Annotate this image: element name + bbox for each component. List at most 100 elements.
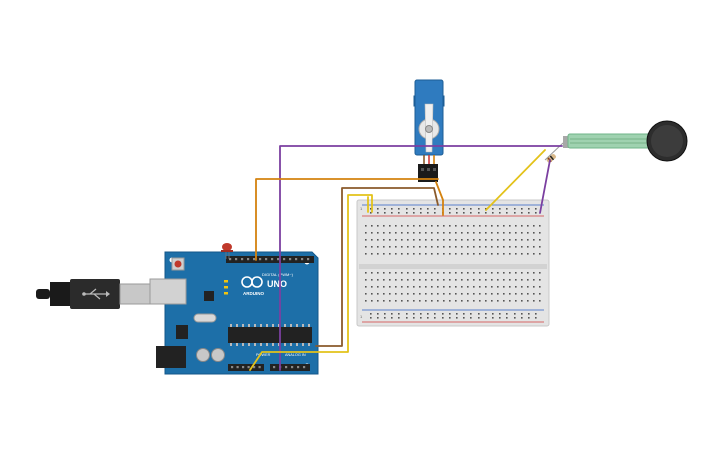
breadboard-hole	[503, 279, 505, 281]
breadboard-hole	[485, 300, 487, 302]
breadboard-hole	[539, 232, 541, 234]
breadboard-hole	[497, 246, 499, 248]
breadboard[interactable]: 1 1	[356, 199, 550, 327]
force-sensitive-resistor[interactable]	[563, 120, 688, 162]
breadboard-hole	[527, 225, 529, 227]
breadboard-hole	[509, 225, 511, 227]
breadboard-hole	[455, 246, 457, 248]
digital-pin-header[interactable]	[226, 256, 314, 263]
ic-pin	[260, 343, 262, 346]
breadboard-hole	[383, 293, 385, 295]
breadboard-hole	[377, 272, 379, 274]
breadboard-hole	[389, 286, 391, 288]
breadboard-hole	[485, 232, 487, 234]
rail-hole	[470, 317, 472, 319]
breadboard-hole	[503, 286, 505, 288]
ic-pin	[236, 343, 238, 346]
rail-hole	[463, 212, 465, 214]
rail-hole	[377, 317, 379, 319]
breadboard-hole	[533, 239, 535, 241]
power-pin-header[interactable]	[228, 364, 264, 371]
breadboard-hole	[473, 286, 475, 288]
breadboard-hole	[389, 279, 391, 281]
rail-top-holes	[370, 208, 537, 214]
digital-pin	[271, 258, 274, 261]
breadboard-hole	[401, 253, 403, 255]
breadboard-hole	[377, 286, 379, 288]
rail-hole	[434, 212, 436, 214]
rail-hole	[427, 212, 429, 214]
wires	[249, 145, 563, 371]
breadboard-hole	[497, 279, 499, 281]
arduino-uno-board[interactable]: ARDUINO UNO DIGITAL (PWM~) POWER ANALOG …	[149, 251, 319, 375]
rail-hole	[470, 212, 472, 214]
breadboard-hole	[479, 279, 481, 281]
wire-yellow-power[interactable]	[249, 194, 373, 371]
breadboard-hole	[521, 253, 523, 255]
breadboard-hole	[401, 246, 403, 248]
breadboard-hole	[419, 253, 421, 255]
breadboard-hole	[371, 272, 373, 274]
wire-purple-ground[interactable]	[539, 159, 551, 214]
usb-symbol-icon	[82, 288, 110, 300]
breadboard-hole	[437, 225, 439, 227]
breadboard-hole	[539, 246, 541, 248]
breadboard-hole	[431, 279, 433, 281]
rail-hole	[499, 313, 501, 315]
breadboard-hole	[395, 300, 397, 302]
rail-hole	[370, 317, 372, 319]
rail-hole	[442, 317, 444, 319]
ic-pin	[272, 324, 274, 327]
breadboard-hole	[413, 225, 415, 227]
rail-hole	[427, 313, 429, 315]
breadboard-hole	[395, 272, 397, 274]
breadboard-hole	[455, 272, 457, 274]
analog-pin	[291, 366, 294, 369]
breadboard-hole	[467, 279, 469, 281]
wire-brown-ground[interactable]	[315, 187, 439, 347]
rail-hole	[413, 212, 415, 214]
analog-pin-header[interactable]	[270, 364, 310, 371]
wire-yellow-fsr[interactable]	[485, 149, 546, 211]
breadboard-hole	[521, 293, 523, 295]
breadboard-hole	[425, 286, 427, 288]
red-led[interactable]	[221, 243, 233, 259]
breadboard-hole	[383, 232, 385, 234]
breadboard-hole	[419, 232, 421, 234]
breadboard-hole	[515, 293, 517, 295]
rail-hole	[506, 317, 508, 319]
capacitor	[211, 348, 225, 362]
breadboard-hole	[509, 272, 511, 274]
breadboard-hole	[461, 300, 463, 302]
wire-purple-signal[interactable]	[279, 145, 563, 371]
rail-hole	[413, 317, 415, 319]
breadboard-hole	[425, 279, 427, 281]
ic-pin	[278, 343, 280, 346]
digital-header-label: DIGITAL (PWM~)	[262, 272, 294, 277]
usb-cable[interactable]	[36, 279, 151, 309]
breadboard-hole	[533, 286, 535, 288]
fsr-connector	[563, 136, 569, 148]
digital-pin	[277, 258, 280, 261]
rail-hole	[434, 317, 436, 319]
uno-model-text: UNO	[267, 279, 287, 289]
rail-hole	[528, 313, 530, 315]
rail-hole	[391, 212, 393, 214]
breadboard-hole	[371, 239, 373, 241]
rail-hole	[485, 212, 487, 214]
rail-hole	[499, 317, 501, 319]
breadboard-hole	[377, 253, 379, 255]
breadboard-hole	[443, 279, 445, 281]
rail-bottom-holes	[370, 313, 537, 319]
rail-hole	[449, 208, 451, 210]
breadboard-hole	[491, 239, 493, 241]
breadboard-hole	[425, 246, 427, 248]
micro-servo[interactable]	[413, 79, 445, 182]
breadboard-hole	[437, 293, 439, 295]
reset-button-cap[interactable]	[174, 260, 182, 268]
status-led	[224, 280, 228, 283]
wire-orange-servo-signal[interactable]	[255, 178, 439, 261]
breadboard-hole	[539, 225, 541, 227]
wire-orange-breadboard[interactable]	[435, 181, 444, 216]
